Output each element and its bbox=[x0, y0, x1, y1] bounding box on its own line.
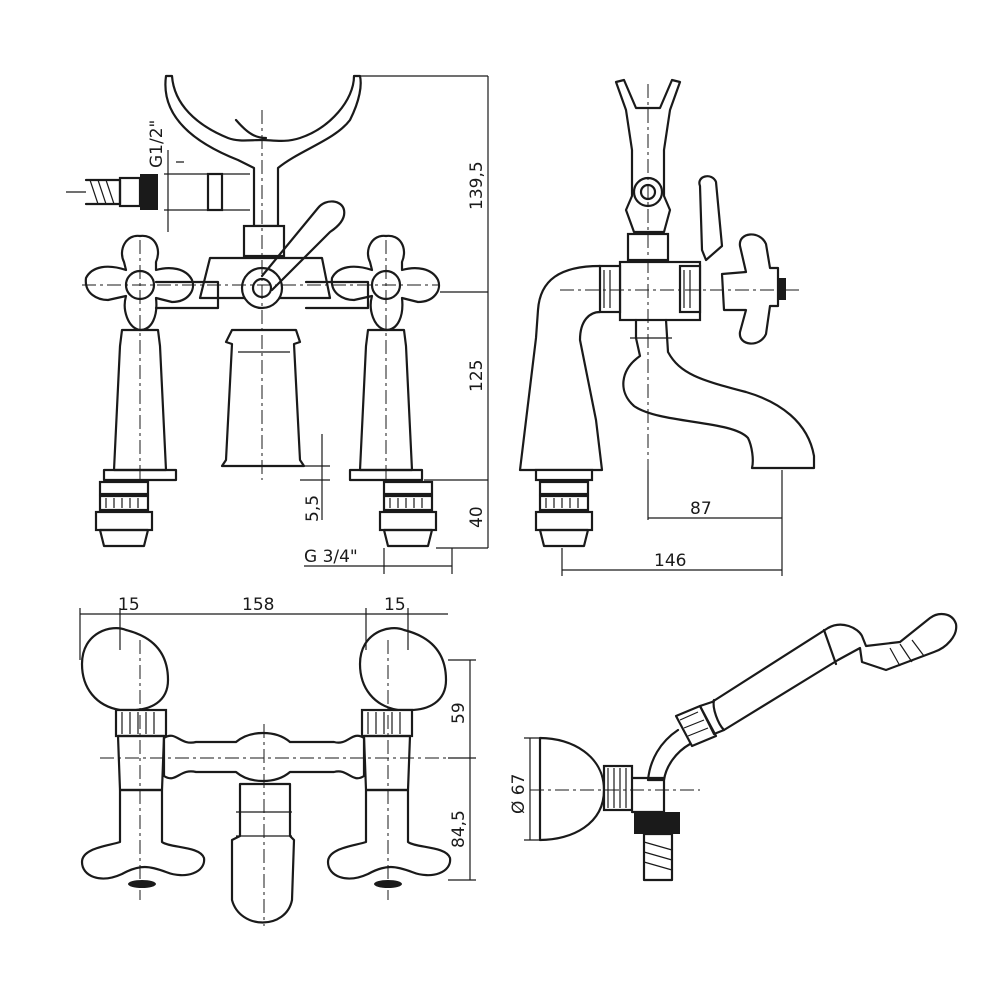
hand-shower-handle bbox=[698, 612, 958, 736]
front-view bbox=[66, 74, 489, 574]
dim-total-depth: 146 bbox=[654, 551, 686, 571]
dim-wall-bracket-diameter: Ø 67 bbox=[509, 774, 529, 814]
dim-thread-top: G1/2" bbox=[147, 120, 167, 168]
side-handle bbox=[720, 233, 780, 345]
side-spout bbox=[518, 264, 604, 472]
wall-bracket bbox=[538, 736, 606, 842]
front-left-handle bbox=[84, 234, 195, 548]
dim-height-total: 139,5 bbox=[467, 161, 487, 210]
side-cradle bbox=[614, 78, 682, 234]
dim-handle-offset-right: 15 bbox=[384, 595, 406, 615]
front-cradle bbox=[164, 74, 362, 228]
top-bridge bbox=[162, 731, 366, 783]
front-hose-connector bbox=[66, 150, 250, 232]
top-view bbox=[79, 608, 476, 926]
top-left-handle bbox=[80, 627, 170, 712]
dim-center-spacing: 158 bbox=[242, 595, 274, 615]
front-body-column bbox=[242, 224, 286, 258]
dim-front-depth: 84,5 bbox=[449, 810, 469, 848]
dim-spout-reach: 87 bbox=[690, 499, 712, 519]
front-lever bbox=[260, 200, 346, 292]
hand-shower-view bbox=[524, 612, 958, 882]
dim-base-height: 40 bbox=[467, 506, 487, 528]
top-spout bbox=[230, 782, 296, 924]
dim-inlet-thread: G 3/4" bbox=[304, 547, 358, 567]
top-right-handle bbox=[358, 627, 448, 712]
dim-top-depth: 59 bbox=[449, 702, 469, 724]
dim-height-mid: 125 bbox=[467, 360, 487, 392]
front-right-handle bbox=[330, 234, 441, 548]
dim-handle-offset-left: 15 bbox=[118, 595, 140, 615]
front-spout bbox=[220, 328, 306, 468]
dim-gap-small: 5,5 bbox=[303, 495, 323, 522]
side-view bbox=[518, 78, 816, 576]
